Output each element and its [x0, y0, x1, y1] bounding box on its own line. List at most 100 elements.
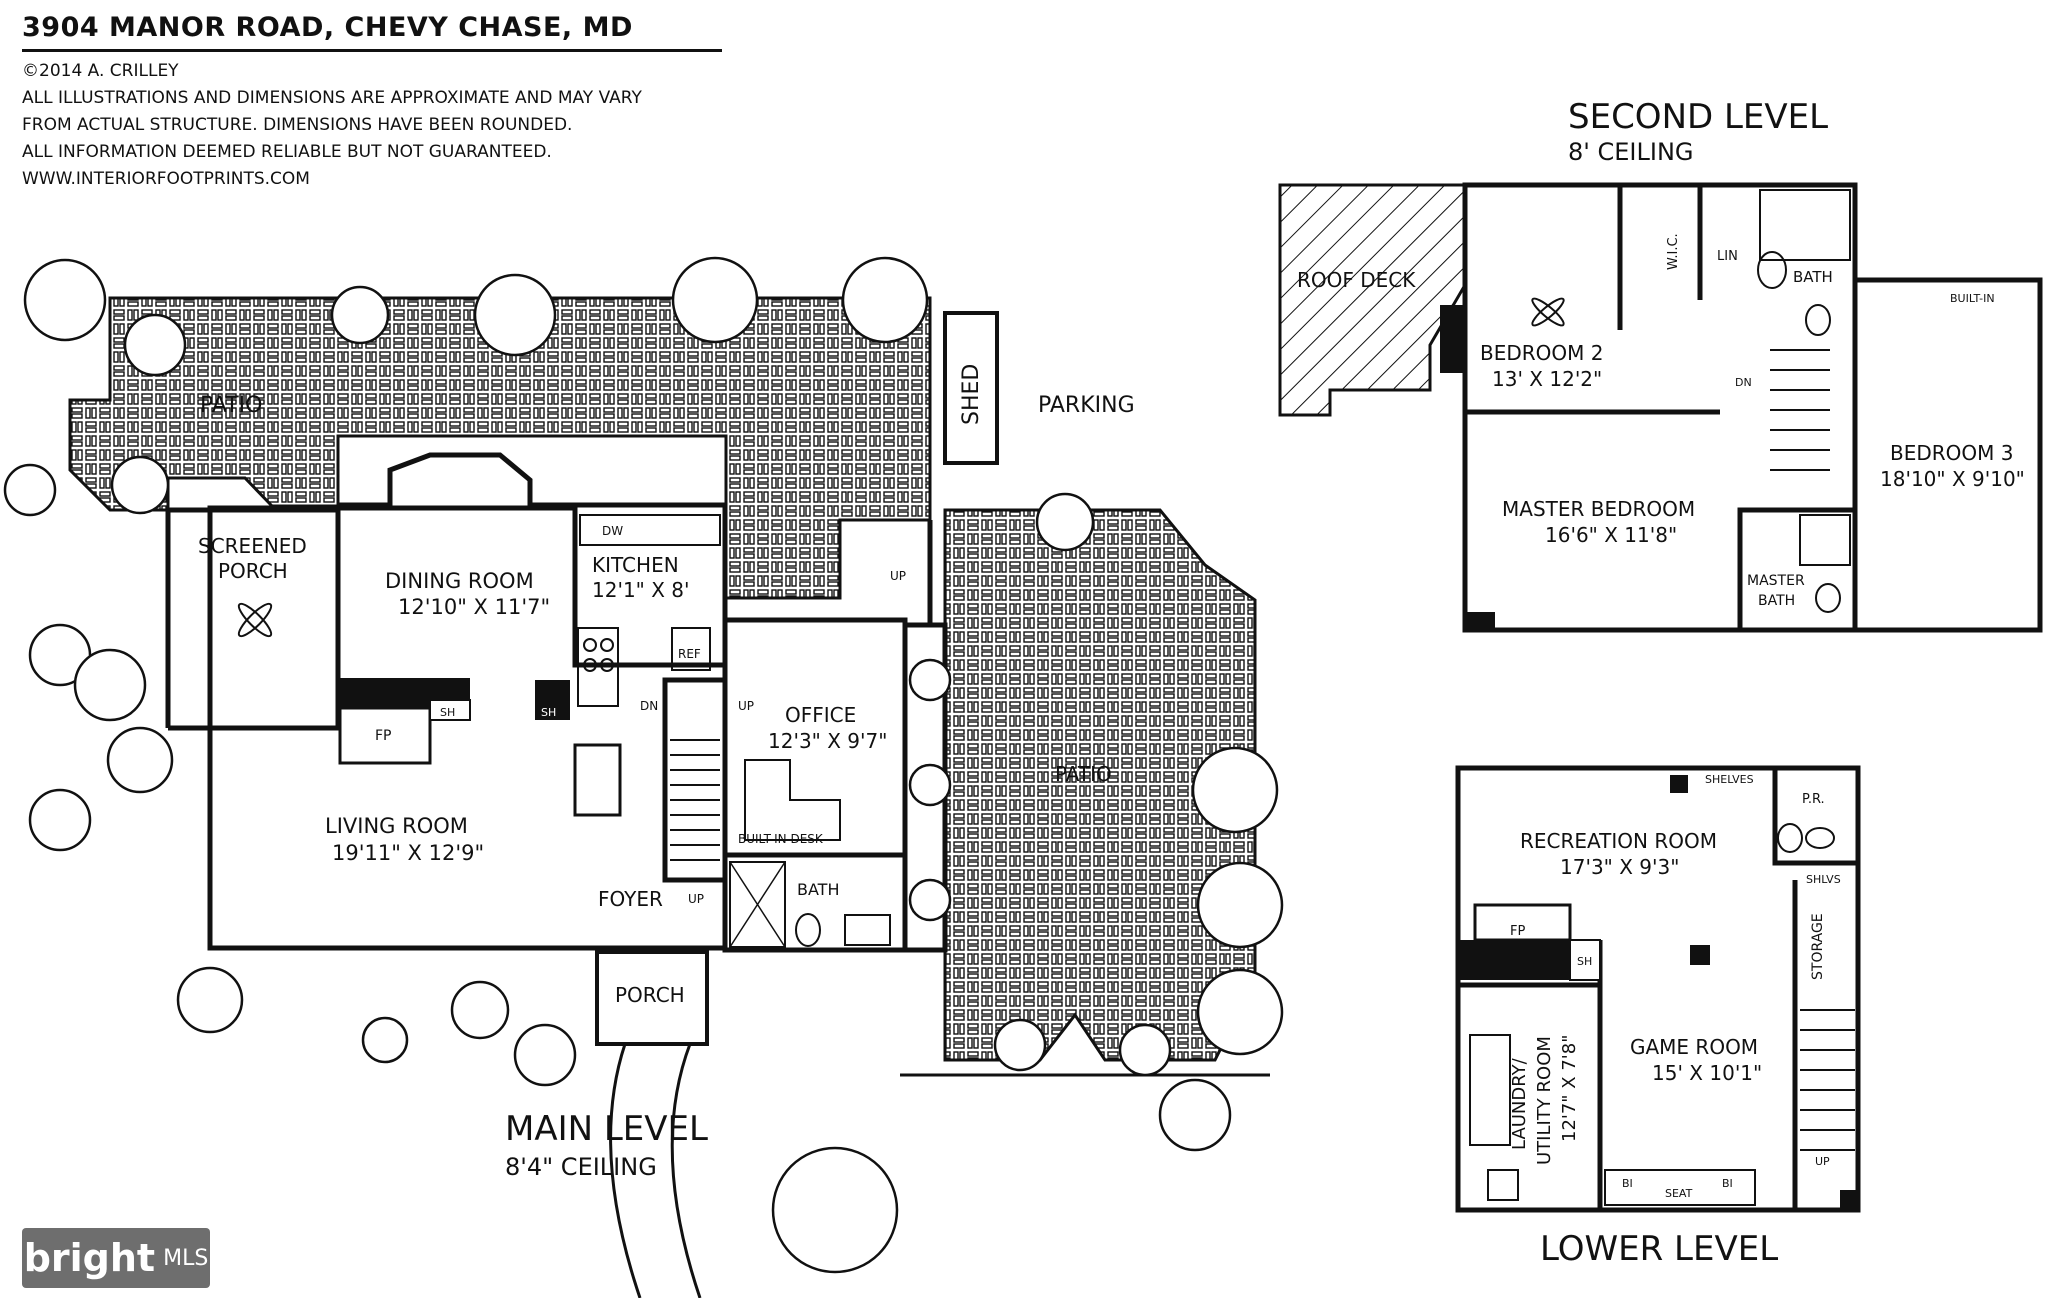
burner [583, 658, 597, 672]
sink [1805, 827, 1835, 849]
built-in-label: BI [1722, 1177, 1733, 1190]
shed-label: SHED [959, 364, 984, 425]
foyer-label: FOYER [598, 887, 663, 911]
disclaimer-line: FROM ACTUAL STRUCTURE. DIMENSIONS HAVE B… [22, 115, 573, 135]
bedroom3-name: BEDROOM 3 [1890, 441, 2013, 465]
down-label: DN [640, 699, 658, 713]
walkway [609, 1043, 642, 1298]
main-level-ceiling: 8'4" CEILING [505, 1153, 657, 1181]
up-label: UP [890, 569, 906, 583]
second-level-title: SECOND LEVEL [1568, 97, 1828, 137]
bathtub [1759, 189, 1851, 261]
lower-fireplace [1473, 903, 1572, 942]
burner [600, 638, 614, 652]
built-in-desk-label: BUILT-IN DESK [738, 832, 824, 846]
kitchen-name: KITCHEN [592, 553, 679, 577]
labels: MAIN LEVEL 8'4" CEILING SECOND LEVEL 8' … [198, 97, 2025, 1269]
second-stairs [1770, 349, 1830, 471]
front-porch [595, 950, 709, 1046]
tree-icon [3, 256, 1284, 1274]
shelves-label: SHLVS [1806, 873, 1841, 886]
closet [573, 743, 622, 817]
disclaimer-block: ©2014 A. CRILLEY ALL ILLUSTRATIONS AND D… [22, 58, 722, 193]
bedroom2-dims: 13' X 12'2" [1492, 367, 1602, 391]
website-line: WWW.INTERIORFOOTPRINTS.COM [22, 169, 310, 189]
lower-level-title: LOWER LEVEL [1540, 1229, 1778, 1269]
porch-label: PORCH [615, 983, 685, 1007]
parking-label: PARKING [1038, 393, 1135, 418]
built-in-seat [1604, 1169, 1756, 1206]
property-address: 3904 MANOR ROAD, CHEVY CHASE, MD [22, 12, 722, 52]
laundry-label: LAUNDRY/ [1509, 1057, 1530, 1150]
shelf-block [535, 680, 570, 720]
post-top [1670, 775, 1688, 793]
toilet [1815, 583, 1841, 613]
kitchen-dims: 12'1" X 8' [592, 578, 690, 602]
bath-label: BATH [1793, 268, 1833, 286]
disclaimer-line: ALL ILLUSTRATIONS AND DIMENSIONS ARE APP… [22, 88, 642, 108]
office-dims: 12'3" X 9'7" [768, 729, 887, 753]
laundry-dims: 12'7" X 7'8" [1559, 1035, 1580, 1143]
master-bedroom-dims: 16'6" X 11'8" [1545, 523, 1677, 547]
storage-label: STORAGE [1810, 913, 1826, 980]
disclaimer-line: ALL INFORMATION DEEMED RELIABLE BUT NOT … [22, 142, 552, 162]
built-in-label: BUILT-IN [1950, 292, 1995, 305]
lower-fireplace-label: FP [1510, 924, 1525, 939]
fireplace-label: FP [375, 728, 392, 744]
office-name: OFFICE [785, 703, 856, 727]
bath-label: BATH [797, 880, 839, 899]
master-bath-label: MASTER [1747, 573, 1805, 589]
burner [583, 638, 597, 652]
second-level-ceiling: 8' CEILING [1568, 138, 1694, 166]
lower-shelf [1569, 939, 1601, 981]
header: 3904 MANOR ROAD, CHEVY CHASE, MD ©2014 A… [22, 12, 722, 193]
lower-stairs [1800, 1009, 1855, 1151]
recreation-room-name: RECREATION ROOM [1520, 829, 1717, 853]
up-label: UP [1815, 1155, 1830, 1168]
dining-room-dims: 12'10" X 11'7" [398, 595, 550, 619]
built-in-label: BI [1622, 1177, 1633, 1190]
utility-sink [1487, 1169, 1519, 1201]
dining-room-name: DINING ROOM [385, 569, 534, 593]
powder-room-label: P.R. [1802, 792, 1825, 807]
logo-brand: bright [23, 1236, 156, 1280]
roof-deck-label: ROOF DECK [1297, 268, 1416, 292]
down-label: DN [1735, 376, 1752, 389]
shelves-label: SHELVES [1705, 773, 1754, 786]
post [1690, 945, 1710, 965]
up-label: UP [688, 892, 704, 906]
master-bath-label: BATH [1758, 593, 1795, 609]
up-label: UP [738, 699, 754, 713]
lower-fireplace-block [1460, 940, 1570, 980]
master-bedroom-name: MASTER BEDROOM [1502, 497, 1695, 521]
walkway [670, 1043, 702, 1298]
shelf-label: SH [440, 706, 455, 719]
ceiling-fan-icon [237, 602, 273, 638]
toilet [1805, 304, 1831, 336]
living-room-name: LIVING ROOM [325, 814, 468, 838]
toilet [795, 913, 821, 947]
sink [844, 914, 891, 946]
stove [577, 627, 619, 707]
screened-porch-label: SCREENED [198, 534, 307, 558]
copyright-line: ©2014 A. CRILLEY [22, 61, 179, 81]
chimney [1440, 305, 1465, 373]
shed [943, 311, 999, 465]
chimney-base [1465, 612, 1495, 630]
toilet [1757, 251, 1787, 289]
wic-label: W.I.C. [1666, 233, 1681, 270]
washer-dryer [1469, 1034, 1511, 1146]
bright-mls-logo: bright MLS [22, 1228, 210, 1288]
built-in-desk [744, 759, 841, 841]
kitchen-counter [579, 514, 721, 546]
refrigerator [671, 627, 711, 671]
living-room-dims: 19'11" X 12'9" [332, 841, 484, 865]
screened-porch-label: PORCH [218, 559, 288, 583]
linen-label: LIN [1717, 249, 1738, 264]
logo-suffix: MLS [163, 1245, 209, 1271]
game-room-name: GAME ROOM [1630, 1035, 1758, 1059]
fireplace [338, 706, 432, 765]
laundry-label: UTILITY ROOM [1534, 1036, 1555, 1165]
second-level [1278, 182, 2043, 633]
